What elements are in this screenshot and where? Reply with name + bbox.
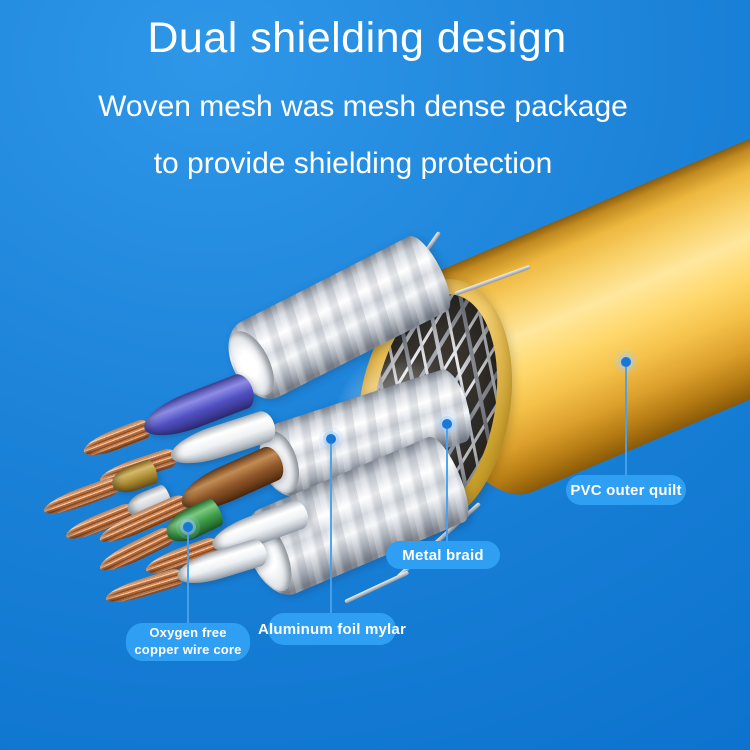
callout-dot bbox=[621, 357, 631, 367]
callout-dot bbox=[442, 419, 452, 429]
callout-line bbox=[625, 367, 627, 475]
callout-line bbox=[187, 532, 189, 623]
subtitle-line-2: to provide shielding protection bbox=[153, 147, 553, 180]
callout-dot bbox=[183, 522, 193, 532]
label-metal-braid: Metal braid bbox=[386, 541, 500, 569]
callout-line bbox=[446, 429, 448, 541]
subtitle-line-1: Woven mesh was mesh dense package bbox=[98, 90, 628, 123]
braid-strand bbox=[344, 570, 410, 604]
page-title: Dual shielding design bbox=[147, 14, 567, 62]
callout-line bbox=[330, 444, 332, 613]
callout-dot bbox=[326, 434, 336, 444]
label-oxygen-free-copper: Oxygen free copper wire core bbox=[126, 623, 250, 661]
label-aluminum-foil-mylar: Aluminum foil mylar bbox=[258, 613, 406, 645]
label-pvc-outer-quilt: PVC outer quilt bbox=[566, 475, 686, 505]
